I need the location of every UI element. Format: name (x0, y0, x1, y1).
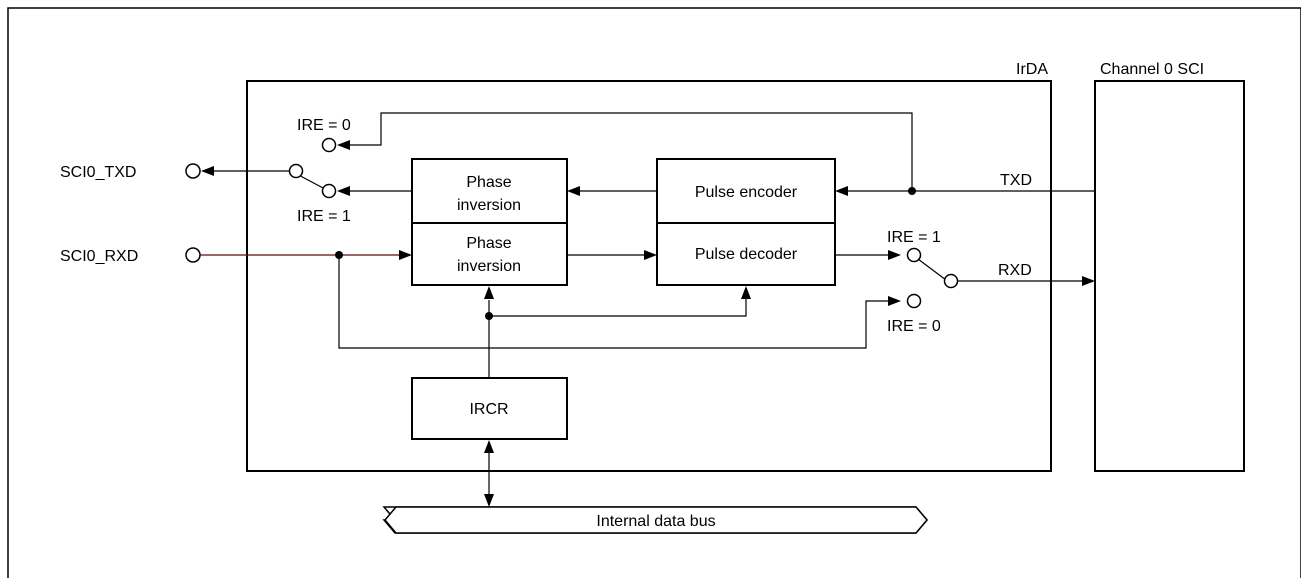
ircr-junction-dot (485, 312, 493, 320)
phase-inversion-rx-line2: inversion (457, 258, 521, 275)
irda-block (246, 80, 1052, 472)
tx-ire0-contact (321, 137, 337, 153)
rxd-bypass-wire (338, 255, 888, 349)
ircr-to-decoder-wire (489, 299, 747, 317)
sci0-rxd-arrowhead (399, 250, 412, 260)
ircr-bus-down-arrowhead (484, 494, 494, 507)
pulse-decoder-label: Pulse decoder (695, 246, 798, 263)
ircr-bus-up-arrowhead (484, 440, 494, 453)
phase-inversion-tx-box (411, 158, 568, 224)
txd-bypass-arrowhead (337, 140, 350, 150)
sci0-txd-label: SCI0_TXD (60, 164, 136, 181)
ircr-box (411, 377, 568, 440)
irda-label: IrDA (1016, 61, 1048, 78)
rx-ire1-label: IRE = 1 (887, 229, 941, 246)
phase-inversion-tx-line2: inversion (457, 197, 521, 214)
rx-switch-arm (917, 258, 947, 281)
phase-inversion-rx-box (411, 222, 568, 286)
tx-ire1-contact (321, 183, 337, 199)
sci0-rxd-label: SCI0_RXD (60, 248, 138, 265)
txd-arrowhead (835, 186, 848, 196)
pulse-encoder-label: Pulse encoder (695, 184, 798, 201)
ircr-to-decoder-arrowhead (741, 286, 751, 299)
tx-ire0-label: IRE = 0 (297, 117, 351, 134)
decoder-to-switch-arrowhead (888, 250, 901, 260)
ircr-to-phase-arrowhead (484, 286, 494, 299)
txd-junction-dot (908, 187, 916, 195)
phase-to-decoder-arrowhead (644, 250, 657, 260)
rx-switch-pivot (943, 273, 959, 289)
pulse-encoder-box (656, 158, 836, 224)
sci0-txd-arrowhead (201, 166, 214, 176)
ircr-label: IRCR (469, 401, 508, 418)
channel-sci-label: Channel 0 SCI (1100, 61, 1204, 78)
phase-inversion-rx-line1: Phase (466, 235, 511, 252)
channel-sci-block (1094, 80, 1245, 472)
sci0-txd-terminal (185, 163, 201, 179)
tx-ire1-label: IRE = 1 (297, 208, 351, 225)
rx-ire1-contact (906, 247, 922, 263)
rxd-bypass-arrowhead (888, 296, 901, 306)
internal-data-bus-label: Internal data bus (596, 513, 715, 530)
txd-bypass-wire (350, 112, 913, 191)
txd-label: TXD (1000, 172, 1032, 189)
rxd-label: RXD (998, 262, 1032, 279)
encoder-to-phase-arrowhead (567, 186, 580, 196)
internal-data-bus-shape (384, 506, 928, 534)
tx-switch-pivot (288, 163, 304, 179)
phase-inversion-tx-line1: Phase (466, 174, 511, 191)
sci0-rxd-terminal (185, 247, 201, 263)
rx-ire0-label: IRE = 0 (887, 318, 941, 335)
phase-tx-to-switch-arrowhead (337, 186, 350, 196)
rx-ire0-contact (906, 293, 922, 309)
rxd-arrowhead (1082, 276, 1095, 286)
outer-frame (7, 7, 1301, 583)
pulse-decoder-box (656, 222, 836, 286)
